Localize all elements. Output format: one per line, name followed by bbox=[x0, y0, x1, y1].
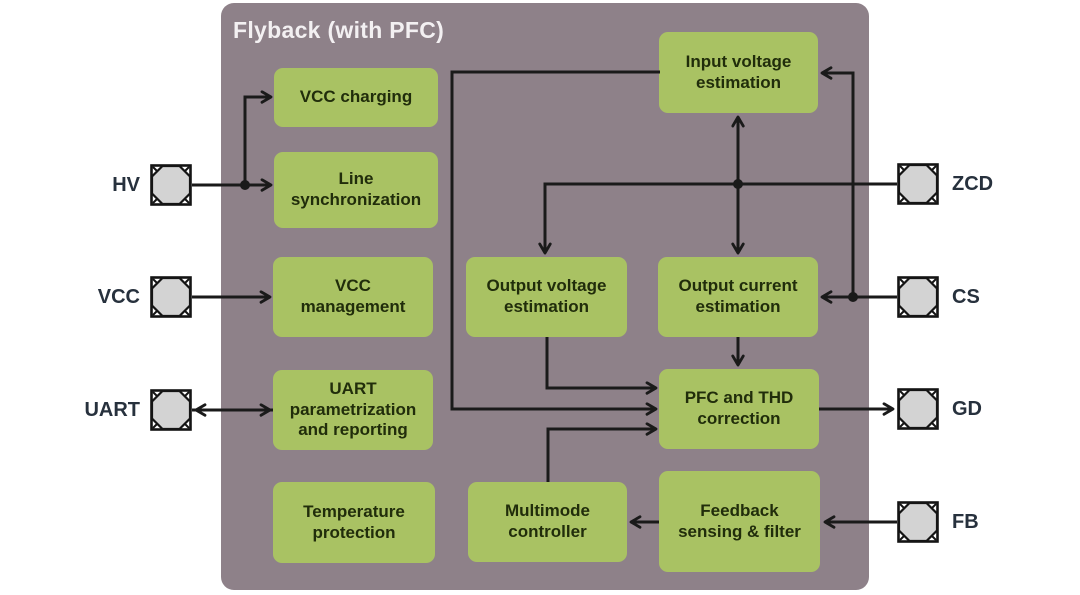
pad-icon bbox=[150, 276, 192, 318]
pin-vcc-label: VCC bbox=[97, 285, 140, 308]
diagram-title: Flyback (with PFC) bbox=[233, 17, 445, 43]
block-pfc-thd-correction: PFC and THD correction bbox=[659, 369, 819, 449]
pin-gd: GD bbox=[897, 388, 1067, 430]
block-multimode-controller: Multimode controller bbox=[468, 482, 627, 562]
pad-icon bbox=[897, 388, 939, 430]
pin-fb: FB bbox=[897, 501, 1067, 543]
block-label: PFC and THD correction bbox=[684, 388, 794, 428]
block-label: Output voltage estimation bbox=[486, 276, 607, 316]
pin-hv-label: HV bbox=[112, 173, 140, 196]
block-output-voltage-estimation: Output voltage estimation bbox=[466, 257, 627, 337]
block-temperature-protection: Temperature protection bbox=[273, 482, 435, 563]
block-feedback-sensing-filter: Feedback sensing & filter bbox=[659, 471, 820, 572]
block-input-voltage-estimation: Input voltage estimation bbox=[659, 32, 818, 113]
pad-icon bbox=[150, 164, 192, 206]
block-label: Feedback sensing & filter bbox=[678, 500, 801, 541]
pad-icon bbox=[897, 276, 939, 318]
pin-zcd-label: ZCD bbox=[952, 172, 994, 195]
pad-icon bbox=[897, 501, 939, 543]
block-output-current-estimation: Output current estimation bbox=[658, 257, 818, 337]
pin-vcc: VCC bbox=[40, 276, 192, 318]
block-line-synchronization: Line synchronization bbox=[274, 152, 438, 228]
block-label: Output current estimation bbox=[678, 276, 798, 316]
pad-icon bbox=[897, 163, 939, 205]
block-label: Temperature protection bbox=[303, 501, 405, 542]
block-label: VCC management bbox=[300, 276, 406, 316]
pin-cs-label: CS bbox=[952, 285, 980, 308]
pad-icon bbox=[150, 389, 192, 431]
block-label: Line synchronization bbox=[290, 169, 422, 209]
block-vcc-charging: VCC charging bbox=[274, 68, 438, 127]
block-label: UART parametrization and reporting bbox=[289, 378, 417, 440]
pin-cs: CS bbox=[897, 276, 1067, 318]
block-vcc-management: VCC management bbox=[273, 257, 433, 337]
pin-zcd: ZCD bbox=[897, 163, 1067, 205]
pin-gd-label: GD bbox=[952, 397, 982, 420]
block-label: Multimode controller bbox=[505, 501, 590, 541]
pin-uart: UART bbox=[40, 389, 192, 431]
pin-uart-label: UART bbox=[84, 398, 140, 421]
block-label: Input voltage estimation bbox=[685, 51, 792, 92]
pin-hv: HV bbox=[40, 164, 192, 206]
pin-fb-label: FB bbox=[952, 510, 979, 533]
block-uart-parametrization: UART parametrization and reporting bbox=[273, 370, 433, 450]
block-label: VCC charging bbox=[299, 87, 413, 107]
